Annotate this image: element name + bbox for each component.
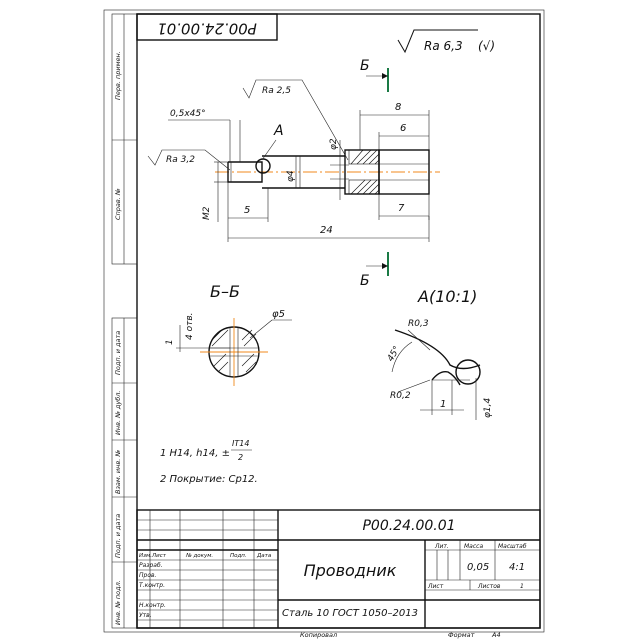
row-label: Т.контр. — [139, 582, 165, 589]
section-dim-holes: 4 отв. — [185, 312, 195, 340]
row-label: Утв. — [139, 612, 152, 619]
side-stamp: Перв. примен. Справ. № Подп. и дата Инв.… — [111, 13, 138, 629]
section-dim-one: 1 — [165, 339, 175, 345]
stamp-label: Подп. и дата — [114, 514, 122, 558]
footer-format: Формат — [448, 631, 475, 639]
footer-format-value: А4 — [491, 631, 501, 639]
roughness-general-suffix: (√) — [478, 39, 495, 53]
roughness-2-text: Ra 3,2 — [166, 155, 195, 165]
note-1-fraction-den: 2 — [238, 453, 243, 462]
lit-label: Лит. — [434, 543, 449, 550]
dim-phi4: φ4 — [286, 170, 296, 182]
dim-m2: M2 — [202, 206, 212, 220]
part-material: Сталь 10 ГОСТ 1050–2013 — [282, 608, 418, 619]
sheets-value: 1 — [520, 583, 524, 590]
general-roughness: Ra 6,3 (√) — [397, 29, 495, 54]
sheet-label: Лист — [427, 583, 444, 590]
dim-phi2: φ2 — [329, 138, 339, 150]
col-header: Подп. — [230, 553, 247, 559]
section-label-bottom: Б — [360, 273, 370, 289]
title-block: Изм. Лист № докум. Подп. Дата Разраб. Пр… — [136, 509, 541, 629]
stamp-label: Перв. примен. — [114, 51, 122, 100]
view-a-label: А — [273, 123, 284, 139]
detail-dim-one: 1 — [440, 399, 446, 410]
row-label: Н.контр. — [139, 602, 166, 609]
outer-frame — [103, 9, 545, 633]
hatched-area — [348, 149, 380, 195]
section-dim-phi5: φ5 — [272, 309, 285, 320]
main-view: 8 6 7 5 24 φ2 φ4 M2 0,5x45° — [147, 58, 440, 289]
col-header: № докум. — [185, 553, 213, 559]
detail-dim-r03: R0,3 — [408, 319, 429, 329]
row-label: Разраб. — [139, 562, 163, 569]
detail-dim-phi14: φ1,4 — [483, 397, 493, 418]
roughness-1-text: Ra 2,5 — [262, 86, 291, 96]
dim-7: 7 — [398, 203, 405, 214]
mass-label: Масса — [464, 543, 483, 550]
section-view: Б–Б 1 4 отв. φ5 — [165, 282, 292, 386]
scale-value: 4:1 — [509, 562, 525, 573]
detail-view: А(10:1) 1 φ1,4 R0,3 R0,2 45° — [386, 287, 493, 420]
col-header: Дата — [256, 553, 272, 559]
detail-dim-ang: 45° — [386, 345, 403, 364]
dim-8: 8 — [395, 102, 401, 113]
stamp-label: Справ. № — [114, 188, 122, 220]
col-header: Лист — [151, 553, 167, 559]
title-designation: Р00.24.00.01 — [362, 518, 455, 534]
drawing-frame — [136, 13, 541, 629]
part-name: Проводник — [304, 561, 397, 580]
col-header: Изм. — [139, 553, 152, 559]
stamp-label: Подп. и дата — [114, 331, 122, 375]
designation-mirrored-text: Р00.24.00.01 — [157, 20, 257, 38]
dim-6: 6 — [400, 123, 406, 134]
stamp-label: Взам. инв. № — [114, 450, 122, 494]
footer-copied: Копировал — [300, 631, 337, 639]
note-1-fraction-num: IT14 — [232, 439, 249, 448]
row-label: Пров. — [139, 572, 157, 579]
dim-5: 5 — [244, 205, 250, 216]
section-label-top: Б — [360, 58, 370, 74]
sheets-label: Листов — [477, 583, 501, 590]
chamfer-label: 0,5x45° — [170, 109, 206, 119]
note-1: 1 H14, h14, ± — [160, 448, 230, 459]
mirrored-designation: Р00.24.00.01 — [136, 13, 278, 41]
technical-notes: 1 H14, h14, ± IT14 2 2 Покрытие: Ср12. — [160, 439, 258, 485]
dim-24: 24 — [320, 225, 333, 236]
mass-value: 0,05 — [467, 562, 489, 573]
scale-label: Масштаб — [498, 543, 527, 550]
section-title: Б–Б — [210, 282, 240, 301]
stamp-label: Инв. № дубл. — [114, 391, 122, 435]
roughness-general-text: Ra 6,3 — [424, 39, 463, 53]
detail-title: А(10:1) — [417, 287, 477, 306]
note-2: 2 Покрытие: Ср12. — [160, 474, 258, 485]
detail-dim-r02: R0,2 — [390, 391, 411, 401]
stamp-label: Инв. № подл. — [114, 580, 122, 625]
